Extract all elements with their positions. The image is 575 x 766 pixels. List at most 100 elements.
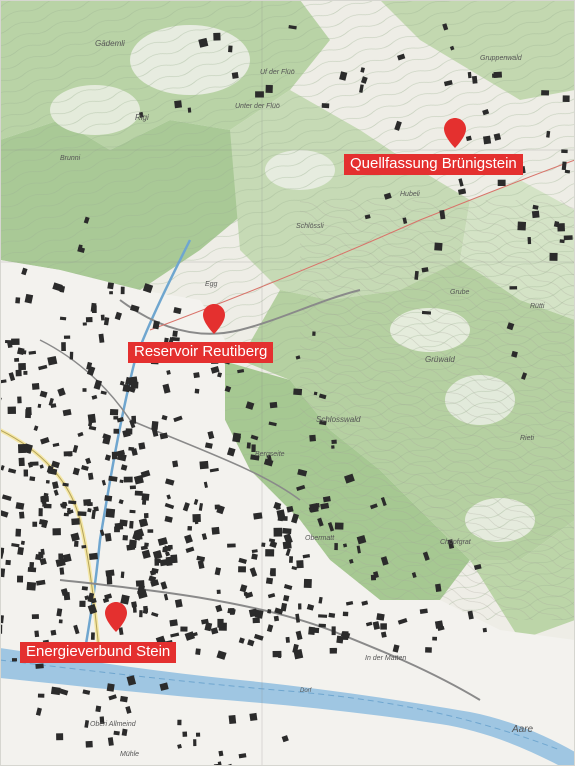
place-label: Mühle [120,751,139,758]
building [277,653,282,659]
building [277,511,284,522]
building [133,474,144,485]
building [23,469,29,477]
building [39,558,47,566]
building [154,558,160,566]
building [228,45,233,53]
aare-river [0,648,575,766]
building [369,503,378,510]
marker-label[interactable]: Reservoir Reutiberg [128,342,274,363]
building [449,45,455,51]
building [280,602,288,612]
building [249,712,258,722]
building [141,497,147,505]
building [182,502,190,512]
building [17,396,22,404]
building [397,618,408,625]
building [268,538,276,543]
building [37,403,42,409]
building [61,342,66,352]
marker-label[interactable]: Energieverbund Stein [20,642,177,663]
building [546,130,551,138]
building [348,558,354,564]
building [87,502,93,507]
map-pin-icon[interactable] [203,304,225,334]
building [60,588,69,597]
building [437,626,445,631]
building [139,610,143,618]
place-label: Grube [450,289,470,296]
building [425,647,432,653]
building [213,32,221,41]
building [217,618,224,628]
building [95,705,102,713]
building [31,614,39,620]
building [421,310,432,315]
building [59,316,67,321]
building [137,584,145,595]
building [62,501,67,509]
building [126,675,137,686]
building [467,71,472,79]
building [447,539,455,549]
building [238,557,247,565]
building [16,575,24,583]
building [91,509,96,520]
building [147,529,154,533]
building [203,481,208,489]
building [140,545,148,551]
building [120,464,128,471]
building [47,355,58,366]
building [157,537,168,546]
building [68,500,77,505]
building [161,414,168,421]
building [6,340,13,349]
building [56,608,63,617]
building [563,235,573,241]
building [282,541,292,550]
place-label: Uf der Flüö [260,69,295,76]
building [303,578,312,588]
building [82,388,87,392]
building [116,449,126,457]
building [108,475,118,482]
building [564,169,571,174]
building [50,686,61,696]
building [196,555,206,562]
building [312,331,316,336]
building [421,267,429,273]
building [57,387,66,397]
building [562,95,570,102]
building [99,529,105,537]
building [129,509,136,514]
map-pin-icon[interactable] [444,118,466,148]
building [130,304,140,313]
building [166,370,171,375]
building [40,437,50,445]
building [306,603,315,611]
building [263,458,274,467]
building [119,479,124,484]
building [473,563,482,570]
building [86,361,93,371]
building [173,307,182,315]
map-pin-icon[interactable] [105,602,127,632]
building [121,728,128,737]
building [70,532,80,542]
building [268,421,277,427]
building [210,366,220,374]
building [261,542,266,547]
building [20,540,25,545]
building [163,593,169,601]
building [87,420,93,427]
building [35,553,42,561]
building [18,363,26,371]
building [59,688,69,696]
building [210,627,219,635]
building [177,719,182,726]
building [295,630,303,641]
building [302,554,311,559]
marker-label[interactable]: Quellfassung Brünigstein [344,154,523,175]
